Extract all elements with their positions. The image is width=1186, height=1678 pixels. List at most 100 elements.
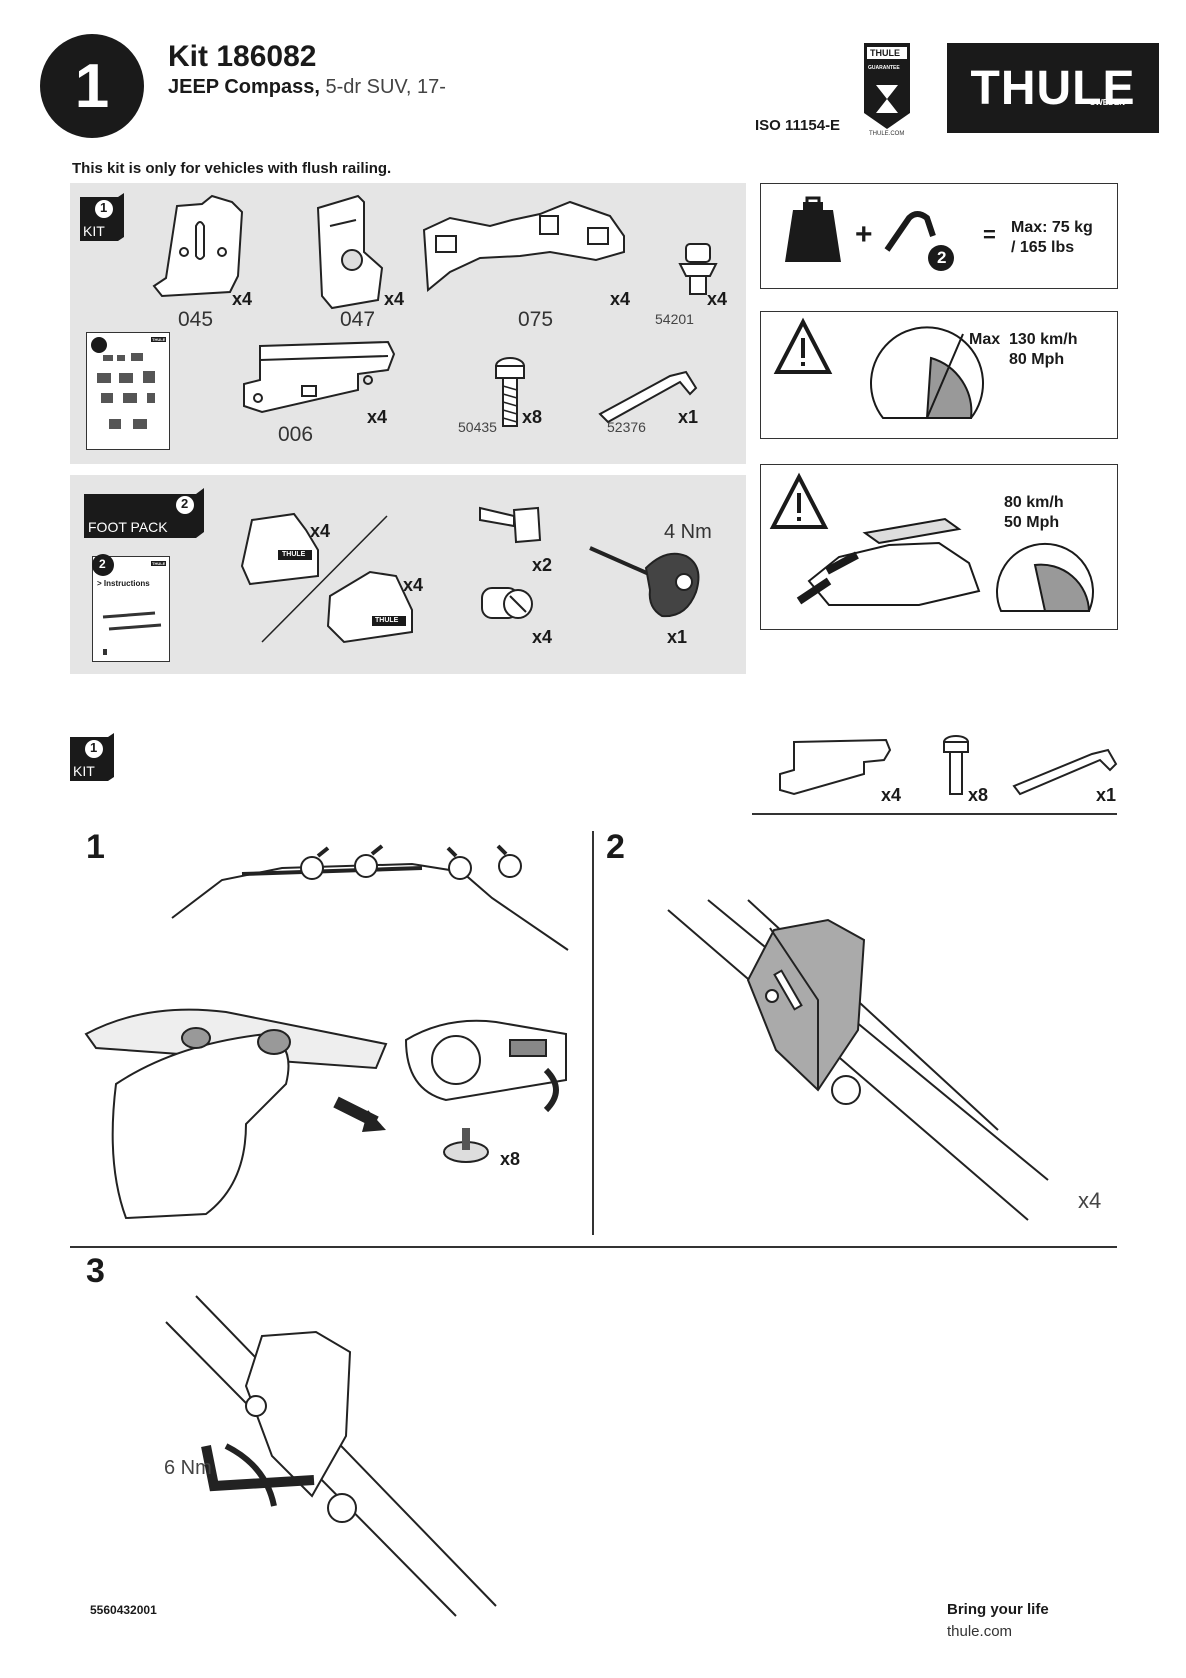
tool-qty: x1 (667, 627, 688, 647)
load-info-letter: i (933, 248, 940, 273)
kit-manual-thumbnail: THULE (86, 332, 170, 450)
step-3-number: 3 (86, 1252, 105, 1290)
part-047-code: 047 (340, 308, 376, 331)
strip-bolt-qty: x8 (968, 785, 989, 805)
step-1-hand-removing-cover (84, 1008, 388, 1220)
part-047-qty: x4 (384, 289, 405, 309)
vehicle-line: JEEP Compass, 5-dr SUV, 17- (168, 76, 446, 99)
max-load-lbs: / 165 lbs (1011, 239, 1075, 256)
guarantee-site: THULE.COM (869, 131, 905, 137)
foot-illustration-1 (240, 512, 319, 586)
lock-cylinder-illustration (481, 587, 533, 619)
part-075-illustration (422, 200, 625, 293)
speed-max-kmh: 130 km/h (1009, 331, 1078, 348)
strip-hex-key-qty: x1 (1096, 785, 1117, 805)
step-2-qty: x4 (1078, 1188, 1102, 1213)
kit-badge-number: 1 (100, 200, 108, 215)
foot-pack-badge-number: 2 (181, 496, 189, 511)
speed-warning-gauge (773, 317, 984, 419)
part-006-code: 006 (278, 423, 314, 446)
step-2-bracket-on-rail (667, 899, 1049, 1221)
part-006-illustration (243, 340, 396, 414)
part-54201-code: 54201 (655, 311, 694, 327)
kit-title: Kit 186082 (168, 40, 317, 73)
flush-railing-notice: This kit is only for vehicles with flush… (72, 160, 392, 177)
step-1-screw-qty: x8 (500, 1149, 521, 1169)
foot-brand-label-2: THULE (375, 617, 399, 624)
part-52376-code: 52376 (607, 419, 646, 435)
step-1-number: 1 (86, 828, 105, 866)
step-1-roof-illustration (171, 844, 569, 951)
strip-bolt-icon (943, 735, 969, 795)
guarantee-shield: THULE GUARANTEE THULE.COM (862, 43, 912, 139)
key-illustration (479, 506, 542, 544)
vehicle-make-model: JEEP Compass, (168, 76, 320, 98)
foot-pack-manual-number: 2 (99, 557, 106, 571)
load-info-number: 2 (937, 248, 947, 267)
step-2-number: 2 (606, 828, 625, 866)
guarantee-brand: THULE (870, 48, 900, 58)
load-speed-box: 80 km/h 50 Mph (760, 464, 1118, 630)
document-code: 5560432001 (90, 1603, 157, 1617)
load-equals-sign: = (983, 222, 996, 247)
website-link[interactable]: thule.com (947, 1623, 1013, 1640)
strip-hex-key-icon (1012, 748, 1118, 796)
part-045-code: 045 (178, 308, 214, 331)
step-divider-vertical (592, 831, 594, 1235)
torque-tool-illustration (589, 546, 700, 618)
foot-pack-manual-thumbnail: 2 THULE > Instructions (92, 554, 170, 662)
guarantee-label: GUARANTEE (868, 65, 900, 71)
kit-badge-label: KIT (83, 223, 105, 239)
part-50435-illustration (495, 357, 525, 427)
foot-brand-label-1: THULE (282, 551, 306, 558)
part-50435-code: 50435 (458, 419, 497, 435)
logo-text: THULE (970, 61, 1136, 115)
part-50435-qty: x8 (522, 407, 543, 427)
speed-max-label: Max (969, 331, 1001, 348)
max-load-kg: Max: 75 kg (1011, 219, 1093, 236)
step-kit-badge: 1 KIT (70, 733, 118, 783)
step-kit-badge-label: KIT (73, 763, 95, 779)
part-54201-illustration (678, 243, 718, 295)
speed-max-mph: 80 Mph (1009, 351, 1065, 368)
foot-illustration-2 (326, 570, 413, 644)
step-1-car-interior-storage (404, 1019, 567, 1163)
part-52376-qty: x1 (678, 407, 699, 427)
load-speed-kmh: 80 km/h (1004, 494, 1064, 511)
foot-pack-manual-text: > Instructions (97, 579, 150, 588)
foot-pack-badge: 2 FOOT PACK (84, 488, 206, 538)
part-045-qty: x4 (232, 289, 253, 309)
kit-manual-brand: THULE (151, 337, 167, 342)
load-plus-sign: + (855, 218, 873, 251)
car-with-load-illustration (769, 472, 1094, 612)
step-divider-horizontal (70, 1246, 1117, 1248)
torque-value: 4 Nm (664, 521, 712, 543)
vehicle-details: 5-dr SUV, 17- (319, 76, 446, 98)
step-3-tightening-illustration (165, 1295, 497, 1617)
kit-badge: 1 KIT (80, 193, 124, 243)
parts-strip-underline (752, 813, 1117, 815)
strip-bracket-icon (779, 738, 892, 796)
strip-bracket-qty: x4 (881, 785, 902, 805)
step-3-torque: 6 Nm (164, 1457, 212, 1479)
part-54201-qty: x4 (707, 289, 728, 309)
weight-and-bar-icons (785, 196, 954, 271)
max-speed-box: Max 130 km/h 80 Mph (760, 311, 1118, 439)
foot-qty-1: x4 (310, 521, 331, 541)
foot-qty-2: x4 (403, 575, 424, 595)
logo-sub: SWEDEN (1089, 98, 1125, 107)
part-047-illustration (316, 194, 384, 310)
part-075-code: 075 (518, 308, 554, 331)
load-speed-mph: 50 Mph (1004, 514, 1060, 531)
page-number-badge: 1 (40, 34, 144, 138)
lock-qty: x4 (532, 627, 553, 647)
part-52376-illustration (598, 370, 698, 424)
max-load-box: + i 2 = Max: 75 kg / 165 lbs (760, 183, 1118, 289)
part-045-illustration (152, 194, 244, 298)
foot-divider-line (261, 515, 388, 643)
foot-pack-manual-brand: THULE (151, 561, 167, 566)
part-006-qty: x4 (367, 407, 388, 427)
part-075-qty: x4 (610, 289, 631, 309)
iso-standard: ISO 11154-E (755, 117, 841, 134)
foot-pack-badge-label: FOOT PACK (88, 519, 168, 535)
